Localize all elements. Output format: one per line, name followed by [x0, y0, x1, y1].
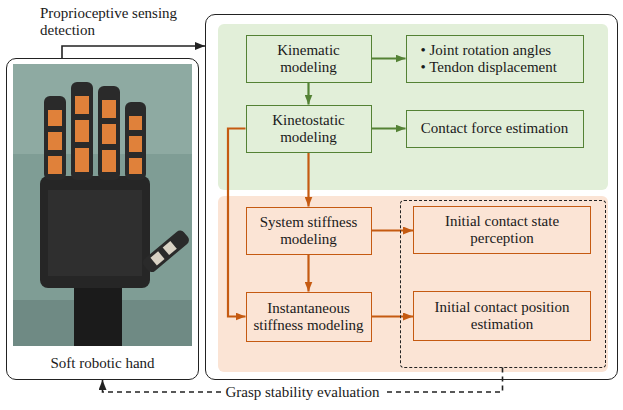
hand-photo: [13, 64, 192, 346]
connector: [372, 127, 406, 129]
connector: [372, 315, 414, 317]
node-text: Instantaneous stiffness modeling: [253, 300, 365, 334]
connector: [307, 83, 309, 105]
node-text: Kinematic modeling: [253, 42, 365, 76]
connector: [307, 255, 309, 292]
output-box: Initial contact state perception: [413, 206, 591, 254]
edge-label: Proprioceptive sensing detection: [40, 5, 215, 39]
output-box: • Joint rotation angles• Tendon displace…: [406, 35, 584, 83]
connector: [228, 129, 246, 317]
connector: [372, 229, 414, 231]
edge-label: Grasp stability evaluation: [221, 384, 383, 401]
green-region: [218, 24, 608, 190]
process-box: System stiffness modeling: [246, 207, 372, 255]
node-text: • Joint rotation angles: [421, 42, 552, 59]
process-box: Kinematic modeling: [246, 35, 372, 83]
node-text: Initial contact state perception: [420, 213, 584, 247]
node-text: Kinetostatic modeling: [253, 112, 365, 146]
connector: [307, 153, 309, 207]
robot-hand-panel: Soft robotic hand: [6, 58, 199, 380]
dashed-group: Initial contact state perceptionInitial …: [400, 200, 606, 368]
method-frame: Kinematic modeling • Joint rotation angle…: [205, 14, 618, 380]
node-text: Initial contact position estimation: [420, 299, 584, 333]
connector: [62, 46, 205, 58]
output-box: Contact force estimation: [406, 110, 584, 148]
node-text: Soft robotic hand: [50, 355, 154, 372]
node-text: System stiffness modeling: [253, 214, 365, 248]
orange-region: [218, 196, 608, 372]
connector: [372, 57, 406, 59]
process-box: Kinetostatic modeling: [246, 105, 372, 153]
process-box: Instantaneous stiffness modeling: [246, 292, 372, 342]
node-text: Contact force estimation: [421, 120, 568, 137]
node-text: • Tendon displacement: [421, 59, 557, 76]
output-box: Initial contact position estimation: [413, 291, 591, 341]
